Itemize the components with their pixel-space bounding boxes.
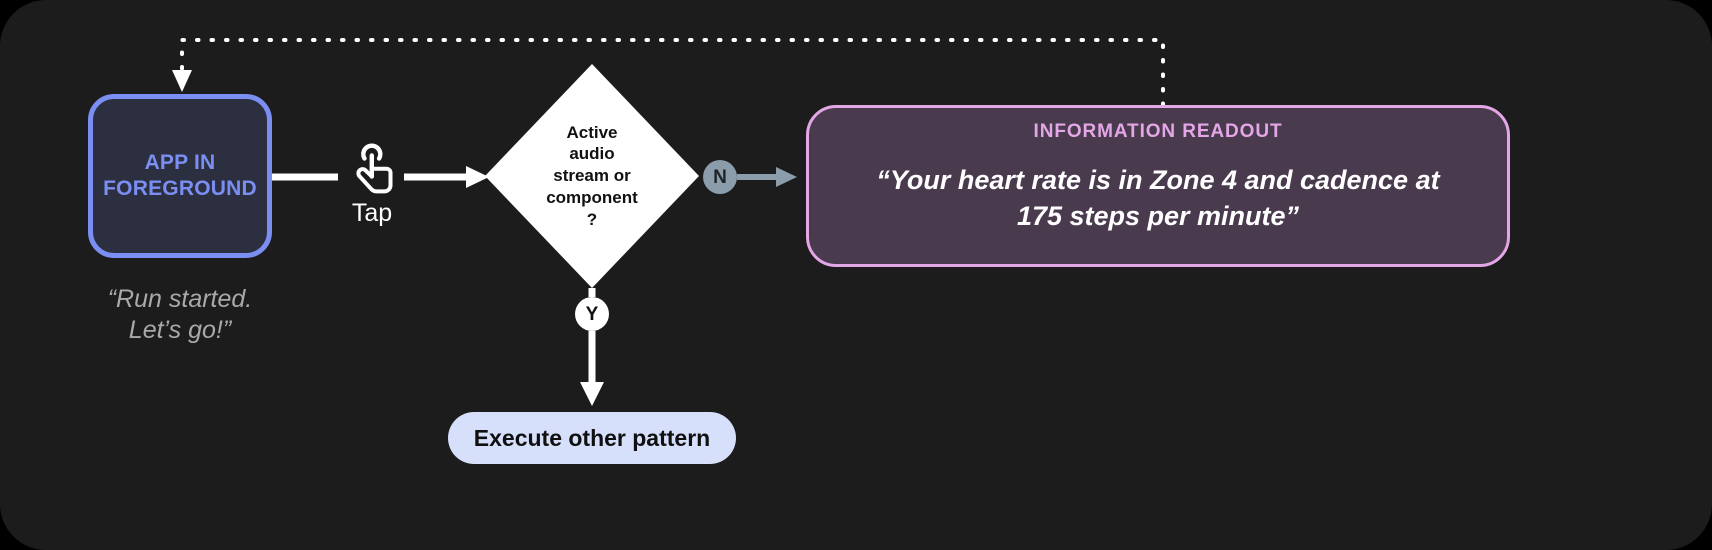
tap-gesture-icon [330, 143, 414, 195]
app-caption-line2: Let’s go!” [128, 316, 232, 345]
node-decision-audio-stream[interactable]: Active audio stream or component ? [485, 64, 699, 288]
decision-line5: ? [586, 209, 598, 229]
branch-badge-no[interactable]: N [703, 160, 737, 194]
decision-line4: component [546, 187, 638, 207]
app-node-label-line1: APP IN [144, 151, 216, 175]
node-information-readout[interactable]: INFORMATION READOUT “Your heart rate is … [806, 105, 1510, 267]
readout-body-line1: “Your heart rate is in Zone 4 and cadenc… [876, 165, 1440, 195]
app-node-caption: “Run started. Let’s go!” [60, 284, 300, 347]
app-caption-line1: “Run started. [107, 285, 253, 313]
decision-line2: audio [569, 144, 615, 164]
decision-line3: stream or [553, 166, 631, 186]
tap-gesture-label: Tap [351, 199, 393, 227]
readout-body-line2: 175 steps per minute” [1016, 200, 1300, 231]
gesture-tap-group: Tap [330, 143, 414, 226]
node-app-in-foreground[interactable]: APP IN FOREGROUND [88, 94, 272, 258]
readout-body: “Your heart rate is in Zone 4 and cadenc… [809, 163, 1507, 235]
app-node-label-line2: FOREGROUND [103, 177, 257, 200]
no-branch-connector [737, 167, 797, 187]
app-node-label: APP IN FOREGROUND [103, 150, 257, 201]
decision-label: Active audio stream or component ? [485, 64, 699, 288]
decision-line1: Active [566, 122, 618, 142]
feedback-loop-connector [172, 38, 1165, 107]
yes-branch-connector [580, 288, 604, 406]
readout-title: INFORMATION READOUT [1033, 121, 1283, 142]
tap-to-decision-connector [404, 166, 489, 188]
branch-badge-yes[interactable]: Y [575, 297, 609, 331]
node-execute-other-pattern[interactable]: Execute other pattern [448, 412, 736, 464]
